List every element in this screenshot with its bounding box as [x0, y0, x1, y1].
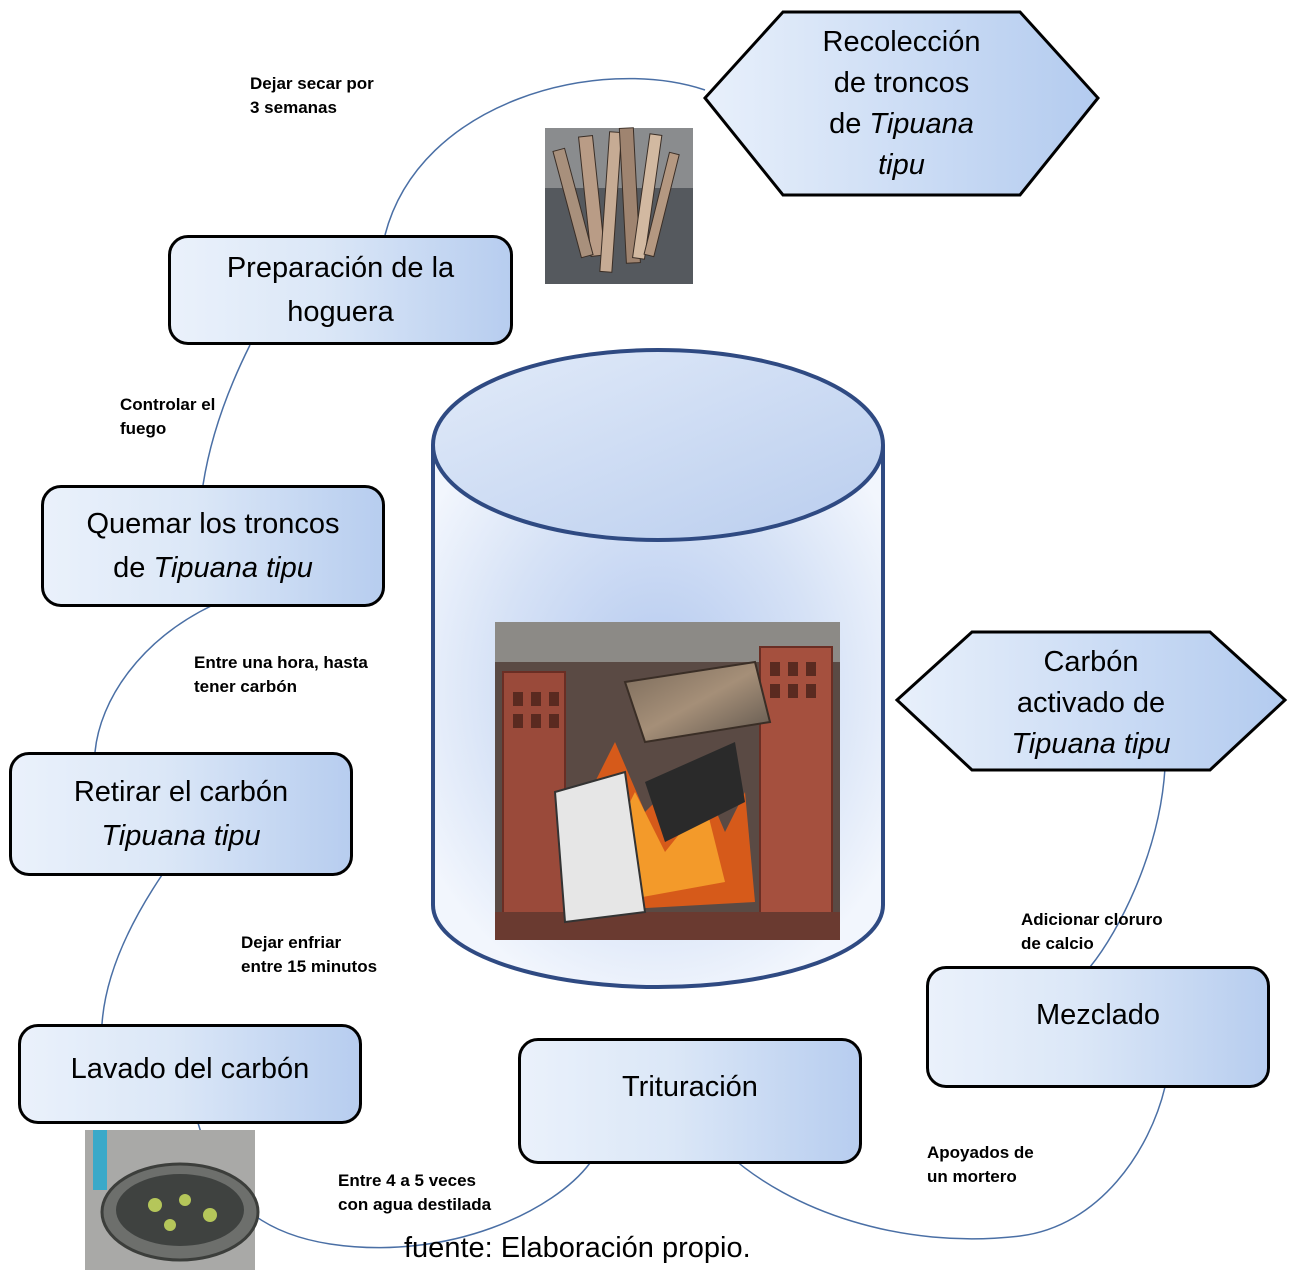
- step-quemar-line2-prefix: de: [113, 552, 154, 584]
- label-hora-line2: tener carbón: [194, 677, 297, 696]
- label-hora-line1: Entre una hora, hasta: [194, 653, 368, 672]
- label-veces: Entre 4 a 5 veces con agua destilada: [338, 1169, 491, 1217]
- step-quemar: Quemar los troncos de Tipuana tipu: [41, 485, 385, 607]
- connector-mortero: [727, 1086, 1166, 1240]
- step-recoleccion-line2: de troncos: [833, 67, 970, 99]
- label-fuego-line1: Controlar el: [120, 395, 216, 414]
- label-hora: Entre una hora, hasta tener carbón: [194, 651, 368, 699]
- label-cloruro-line1: Adicionar cloruro: [1021, 910, 1163, 929]
- label-fuego: Controlar el fuego: [120, 393, 215, 441]
- connector-cloruro: [1089, 767, 1166, 968]
- step-carbon-line3: Tipuana tipu: [1011, 727, 1171, 760]
- label-enfriar-line1: Dejar enfriar: [241, 933, 342, 952]
- hex-carbon: [894, 630, 1288, 772]
- step-carbon-line1: Carbón: [1043, 645, 1139, 678]
- label-mortero: Apoyados de un mortero: [927, 1141, 1034, 1189]
- logs-photo: [545, 127, 693, 284]
- step-retirar-line2: Tipuana tipu: [101, 820, 261, 852]
- label-enfriar-line2: entre 15 minutos: [241, 957, 378, 976]
- step-carbon-line2: activado de: [1016, 686, 1166, 719]
- connector-secar: [384, 77, 706, 236]
- step-retirar: Retirar el carbón Tipuana tipu: [9, 752, 353, 876]
- label-mortero-line2: un mortero: [927, 1167, 1017, 1186]
- connector-fuego: [202, 344, 251, 486]
- step-recoleccion-line3-prefix: de: [829, 108, 870, 140]
- label-cloruro-line2: de calcio: [1021, 934, 1094, 953]
- step-preparacion-line2: hoguera: [287, 296, 394, 328]
- step-recoleccion-line1: Recolección: [822, 26, 981, 58]
- step-lavado: Lavado del carbón: [18, 1024, 362, 1124]
- label-cloruro: Adicionar cloruro de calcio: [1021, 908, 1163, 956]
- label-fuego-line2: fuego: [120, 419, 167, 438]
- washing-photo: [85, 1130, 260, 1270]
- figure-caption: fuente: Elaboración propio.: [404, 1232, 751, 1264]
- label-veces-line2: con agua destilada: [338, 1195, 492, 1214]
- label-mortero-line1: Apoyados de: [927, 1143, 1034, 1162]
- label-veces-line1: Entre 4 a 5 veces: [338, 1171, 476, 1190]
- step-recoleccion-line4: tipu: [878, 149, 925, 181]
- hex-recoleccion: [703, 10, 1100, 197]
- connector-enfriar: [101, 874, 163, 1025]
- step-preparacion-line1: Preparación de la: [226, 252, 455, 284]
- step-mezclado: Mezclado: [926, 966, 1270, 1088]
- connector-hora: [94, 604, 214, 753]
- step-recoleccion: Recolección de troncos de Tipuana tipu: [783, 22, 1020, 186]
- label-enfriar: Dejar enfriar entre 15 minutos: [241, 931, 377, 979]
- step-recoleccion-species: Tipuana: [869, 108, 974, 140]
- step-quemar-line1: Quemar los troncos: [86, 508, 340, 540]
- step-mezclado-line1: Mezclado: [1035, 999, 1161, 1031]
- step-recoleccion-line3: de Tipuana: [829, 104, 974, 145]
- step-trituracion-line1: Trituración: [622, 1071, 758, 1103]
- step-retirar-line1: Retirar el carbón: [73, 776, 289, 808]
- fire-photo: [495, 622, 840, 940]
- step-quemar-species: Tipuana tipu: [153, 552, 313, 584]
- step-preparacion: Preparación de la hoguera: [168, 235, 513, 345]
- label-secar: Dejar secar por 3 semanas: [250, 72, 374, 120]
- step-carbon: Carbón activado de Tipuana tipu: [972, 640, 1210, 766]
- label-secar-line2: 3 semanas: [250, 98, 337, 117]
- step-lavado-line1: Lavado del carbón: [70, 1053, 310, 1085]
- step-quemar-line2: de Tipuana tipu: [113, 546, 313, 590]
- step-trituracion: Trituración: [518, 1038, 862, 1164]
- label-secar-line1: Dejar secar por: [250, 74, 374, 93]
